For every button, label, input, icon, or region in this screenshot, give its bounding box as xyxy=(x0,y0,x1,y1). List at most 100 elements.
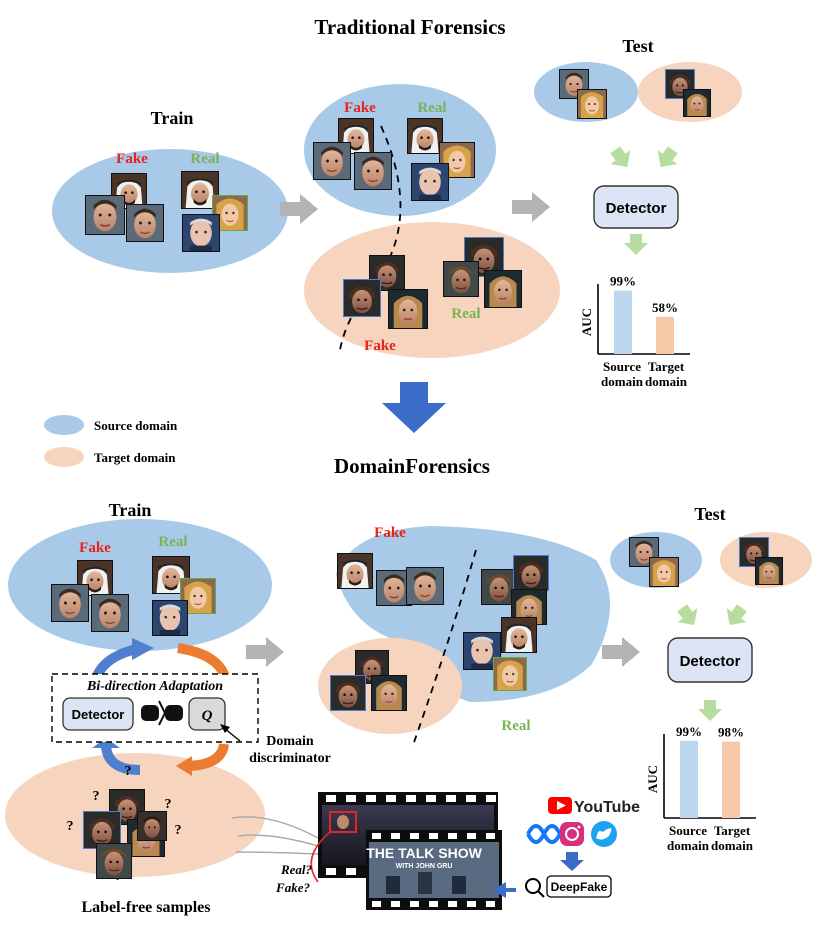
unlabeled-question-mark-2: ? xyxy=(93,789,100,804)
adversarial-fists-icon xyxy=(141,700,183,726)
bottom-test-source-face-2 xyxy=(650,558,678,586)
film-hole-top xyxy=(446,795,456,802)
unlabeled-face-5 xyxy=(138,812,166,840)
unlabeled-question-mark-3: ? xyxy=(165,797,172,812)
search-to-video-arrow xyxy=(492,882,516,898)
bottom-train-fake-face-2 xyxy=(52,585,88,621)
top-test-arrow-left xyxy=(610,146,631,168)
film-hole-top xyxy=(326,795,336,802)
top-train-heading: Train xyxy=(151,108,194,128)
instagram-dot xyxy=(577,825,581,829)
bottom-train-real-label: Real xyxy=(158,534,187,550)
top-space-fake-face-3 xyxy=(355,153,391,189)
bidirection-adaptation-title: Bi-direction Adaptation xyxy=(86,679,223,694)
film-hole-top xyxy=(410,833,419,839)
adaptation-q-label: Q xyxy=(202,708,213,724)
top-detector-arrow xyxy=(624,234,648,255)
cycle-arrow-blue-up-head xyxy=(132,638,154,660)
top-test-arrow-right xyxy=(657,146,678,168)
top-space-target-face-5 xyxy=(444,262,478,296)
bottom-chart-x-tick-target-2: domain xyxy=(711,838,754,853)
search-tag-label: DeepFake xyxy=(551,880,608,894)
top-space-target-face-2 xyxy=(344,280,380,316)
top-chart-bar-source xyxy=(614,290,632,354)
bottom-space-real-face-2 xyxy=(514,556,548,590)
top-space-fake-label: Fake xyxy=(344,100,376,116)
film-hole-bottom xyxy=(429,901,438,907)
top-space-target-face-6 xyxy=(485,271,521,307)
detected-face-box xyxy=(329,811,357,833)
video-real-question: Real? xyxy=(280,862,313,877)
film-hole-top xyxy=(406,795,416,802)
unlabeled-question-mark-4: ? xyxy=(67,819,74,834)
bottom-space-real-face-6 xyxy=(494,658,526,690)
search-icon-handle xyxy=(537,890,545,898)
film-hole-top xyxy=(346,795,356,802)
unlabeled-face-2 xyxy=(84,812,120,848)
top-arrow-train-to-space xyxy=(280,194,318,224)
bottom-test-heading: Test xyxy=(694,504,725,524)
bottom-space-fake-face-1 xyxy=(338,554,372,588)
bottom-detector-label: Detector xyxy=(680,653,741,670)
scrape-line-1 xyxy=(231,816,319,839)
film-hole-top xyxy=(486,795,496,802)
bottom-chart-bar-source xyxy=(680,740,698,818)
left-fist xyxy=(141,705,159,721)
right-fist xyxy=(165,705,183,721)
film-hole-bottom xyxy=(410,901,419,907)
bottom-space-fake-face-6 xyxy=(372,676,406,710)
top-chart-x-tick-source-2: domain xyxy=(601,374,644,389)
bottom-chart-bar-label-source: 99% xyxy=(676,724,702,739)
bottom-arrow-train-to-space xyxy=(246,637,284,667)
youtube-wordmark: YouTube xyxy=(574,799,640,816)
film-hole-top xyxy=(426,795,436,802)
adaptation-q-box xyxy=(188,697,226,731)
bottom-test-arrow-left xyxy=(677,604,698,626)
top-test-target-face-2 xyxy=(684,90,710,116)
top-test-heading: Test xyxy=(622,36,653,56)
detected-face xyxy=(337,815,349,829)
bottom-chart-x-tick-target-1: Target xyxy=(714,823,751,838)
bottom-chart-bar-target xyxy=(722,741,740,818)
instagram-lens xyxy=(565,827,579,841)
meta-icon xyxy=(526,824,563,844)
youtube-play xyxy=(557,801,566,810)
person-3 xyxy=(452,876,466,894)
bottom-space-real-face-1 xyxy=(482,570,516,604)
top-chart-bar-label-source: 99% xyxy=(610,274,636,289)
film-hole-top xyxy=(366,795,376,802)
film-hole-bottom xyxy=(372,901,381,907)
top-title: Traditional Forensics xyxy=(314,15,505,39)
top-chart-x-tick-source-1: Source xyxy=(603,359,641,374)
discriminator-pointer-head xyxy=(220,724,230,733)
adaptation-detector-box xyxy=(62,697,134,731)
bottom-arrow-space-to-test xyxy=(602,637,640,667)
bottom-space-real-label: Real xyxy=(501,718,530,734)
big-down-arrow xyxy=(382,382,446,433)
film-hole-top xyxy=(448,833,457,839)
top-train-fake-face-2 xyxy=(86,196,124,234)
bottom-detector-box xyxy=(667,637,753,683)
talk-show-title: THE TALK SHOW xyxy=(366,845,482,861)
film-hole-top xyxy=(467,833,476,839)
top-space-fake-bottom-label: Fake xyxy=(364,338,396,354)
top-chart-x-tick-target-1: Target xyxy=(648,359,685,374)
bottom-train-fake-label: Fake xyxy=(79,540,111,556)
top-detector-label: Detector xyxy=(606,200,667,217)
bottom-train-source-blob xyxy=(8,519,272,651)
top-train-fake-label: Fake xyxy=(116,151,148,167)
bottom-space-fake-face-3 xyxy=(407,568,443,604)
legend-source-swatch xyxy=(44,415,84,435)
unlabeled-face-4 xyxy=(97,844,131,878)
cycle-arrow-blue-down-head xyxy=(92,738,120,748)
film-hole-bottom xyxy=(448,901,457,907)
legend-source-label: Source domain xyxy=(94,418,178,433)
top-train-fake-face-3 xyxy=(127,205,163,241)
top-chart-bar-target xyxy=(656,316,674,354)
real-fake-pointer xyxy=(310,831,331,883)
top-detector-box xyxy=(593,185,679,229)
film-hole-top xyxy=(386,795,396,802)
bottom-train-fake-face-3 xyxy=(92,595,128,631)
film-hole-top xyxy=(486,833,495,839)
